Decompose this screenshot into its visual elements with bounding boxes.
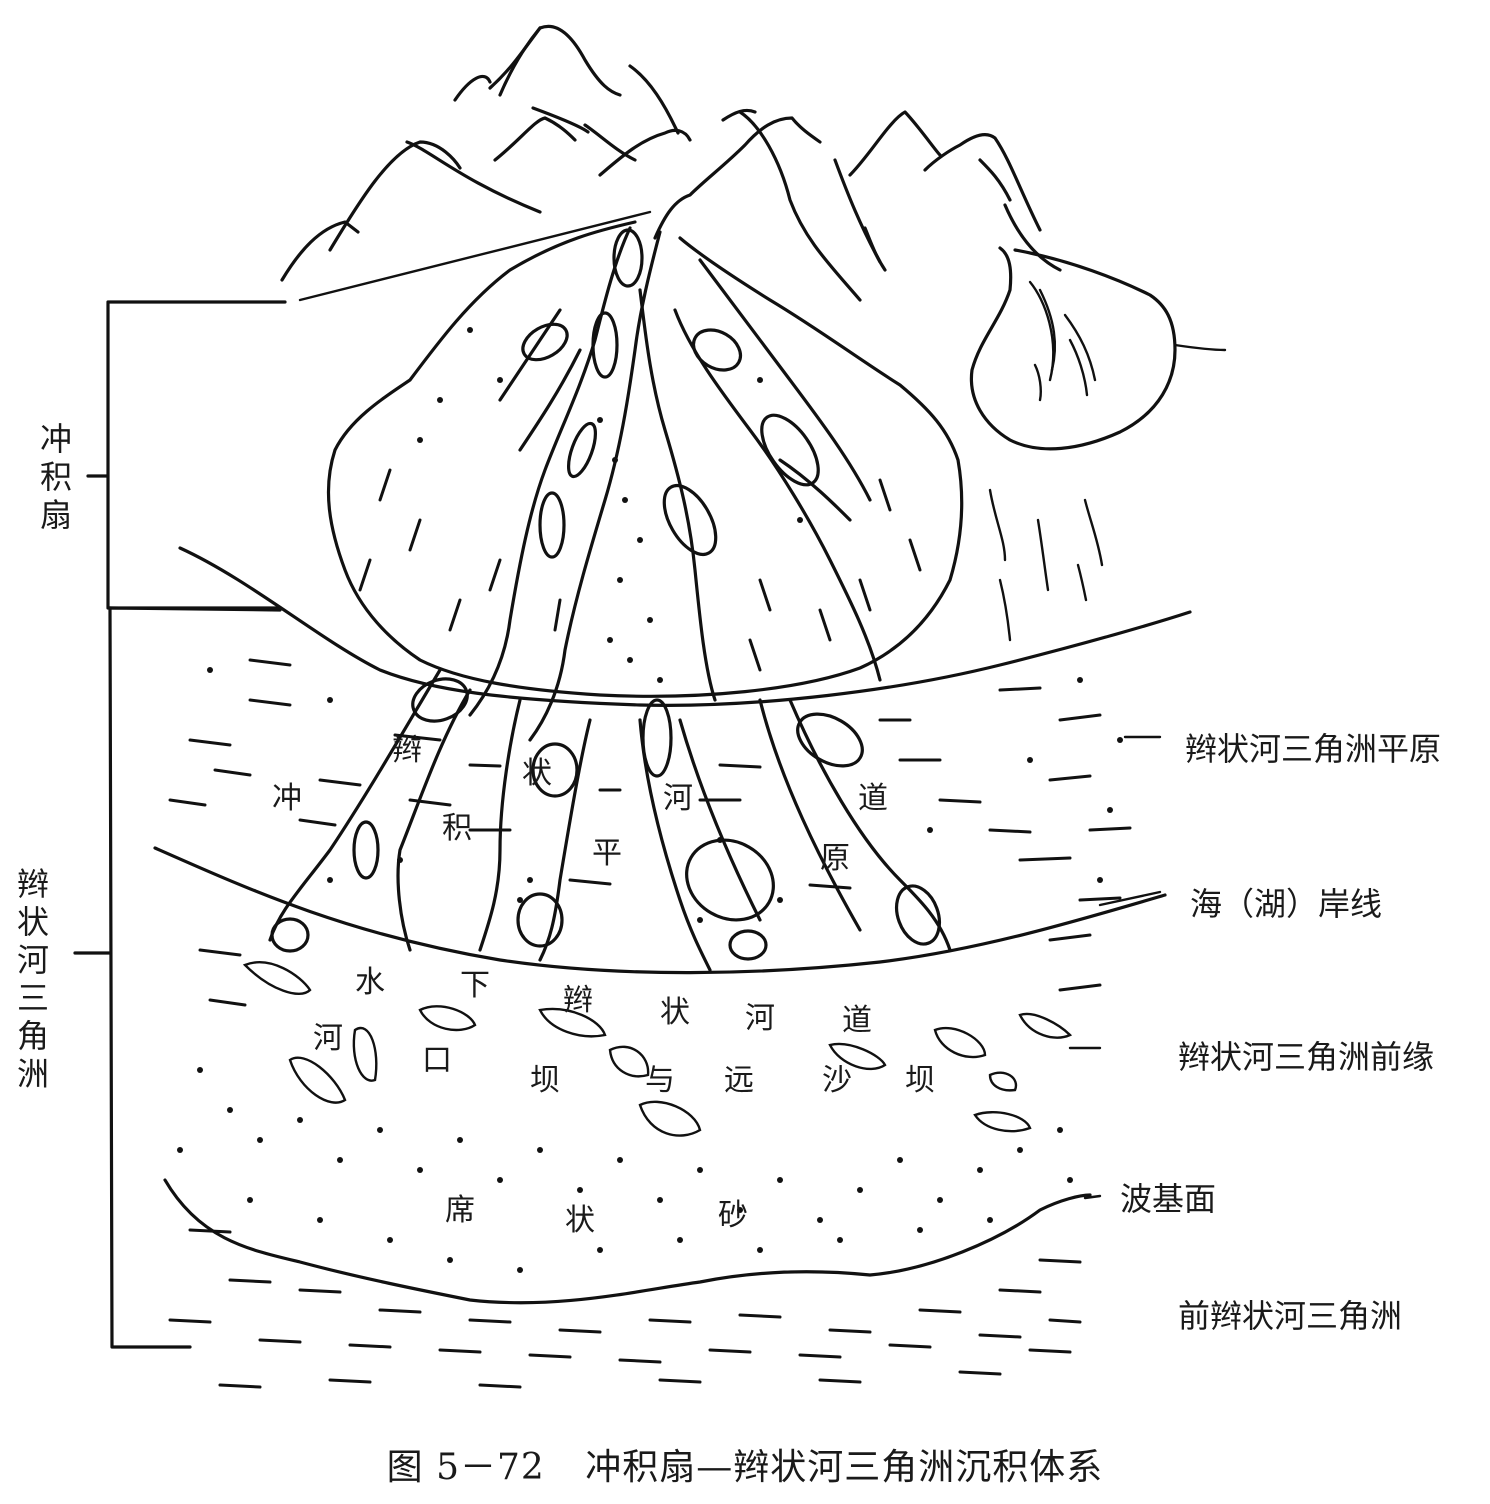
label-bars-1: 河 bbox=[313, 1021, 343, 1056]
label-alluvial-plain-4: 原 bbox=[820, 841, 850, 876]
label-braided-delta-2: 状 bbox=[17, 903, 49, 941]
label-subaqueous-channel-5: 河 bbox=[745, 1001, 775, 1036]
label-braided-delta-1: 辫 bbox=[17, 865, 49, 903]
label-alluvial-fan-2: 积 bbox=[40, 458, 72, 496]
label-alluvial-fan-3: 扇 bbox=[40, 496, 72, 534]
label-braided-delta-4: 三 bbox=[17, 979, 49, 1017]
label-delta-front: 辫状河三角洲前缘 bbox=[1178, 1038, 1434, 1076]
left-bracket-alluvial-fan bbox=[86, 300, 287, 610]
figure-title: 冲积扇—辫状河三角洲沉积体系 bbox=[585, 1447, 1104, 1488]
alluvial-fan bbox=[298, 210, 964, 742]
figure-number: 图 5－72 bbox=[386, 1447, 545, 1488]
label-braided-channel-3: 河 bbox=[663, 781, 693, 816]
label-subaqueous-channel-2: 下 bbox=[460, 968, 490, 1003]
cloud-rain bbox=[969, 246, 1227, 642]
label-subaqueous-channel-6: 道 bbox=[842, 1003, 872, 1038]
delta-front-bars bbox=[242, 961, 1073, 1137]
label-bars-2: 口 bbox=[422, 1043, 452, 1078]
label-braided-channel-2: 状 bbox=[522, 756, 552, 791]
label-braided-channel-4: 道 bbox=[858, 781, 888, 816]
label-braided-delta-3: 河 bbox=[17, 941, 49, 979]
right-leaders bbox=[1068, 735, 1162, 1200]
label-braided-delta-6: 洲 bbox=[17, 1055, 49, 1093]
label-wave-base: 波基面 bbox=[1120, 1180, 1216, 1218]
label-bars-3: 坝 bbox=[530, 1063, 560, 1098]
delta-plain bbox=[108, 546, 1192, 972]
texture-dashes bbox=[168, 468, 1132, 1389]
label-sheet-sand-3: 砂 bbox=[718, 1198, 748, 1233]
left-bracket-braided-delta bbox=[73, 606, 192, 1349]
label-delta-plain: 辫状河三角洲平原 bbox=[1185, 730, 1441, 768]
texture-dots bbox=[177, 327, 1123, 1273]
label-sheet-sand-1: 席 bbox=[445, 1193, 475, 1228]
label-prodelta: 前辫状河三角洲 bbox=[1178, 1297, 1402, 1335]
label-alluvial-plain-2: 积 bbox=[442, 811, 472, 846]
shoreline-line bbox=[153, 846, 1167, 975]
label-alluvial-fan-1: 冲 bbox=[40, 420, 72, 458]
label-subaqueous-channel-3: 辫 bbox=[563, 983, 593, 1018]
label-bars-7: 坝 bbox=[905, 1063, 935, 1098]
mountains bbox=[280, 24, 1062, 302]
label-bars-6: 沙 bbox=[822, 1063, 852, 1098]
figure-caption: 图 5－72 冲积扇—辫状河三角洲沉积体系 bbox=[0, 1438, 1490, 1490]
label-sheet-sand-2: 状 bbox=[565, 1203, 595, 1238]
label-shoreline: 海（湖）岸线 bbox=[1190, 885, 1382, 923]
wave-base-line bbox=[163, 1178, 1092, 1305]
label-alluvial-plain-1: 冲 bbox=[272, 781, 302, 816]
label-braided-channel-1: 辫 bbox=[392, 733, 422, 768]
label-braided-delta-5: 角 bbox=[17, 1017, 49, 1055]
label-subaqueous-channel-4: 状 bbox=[660, 995, 690, 1030]
label-alluvial-plain-3: 平 bbox=[592, 836, 622, 871]
label-bars-4: 与 bbox=[645, 1063, 675, 1098]
label-subaqueous-channel-1: 水 bbox=[355, 965, 385, 1000]
label-bars-5: 远 bbox=[724, 1063, 754, 1098]
